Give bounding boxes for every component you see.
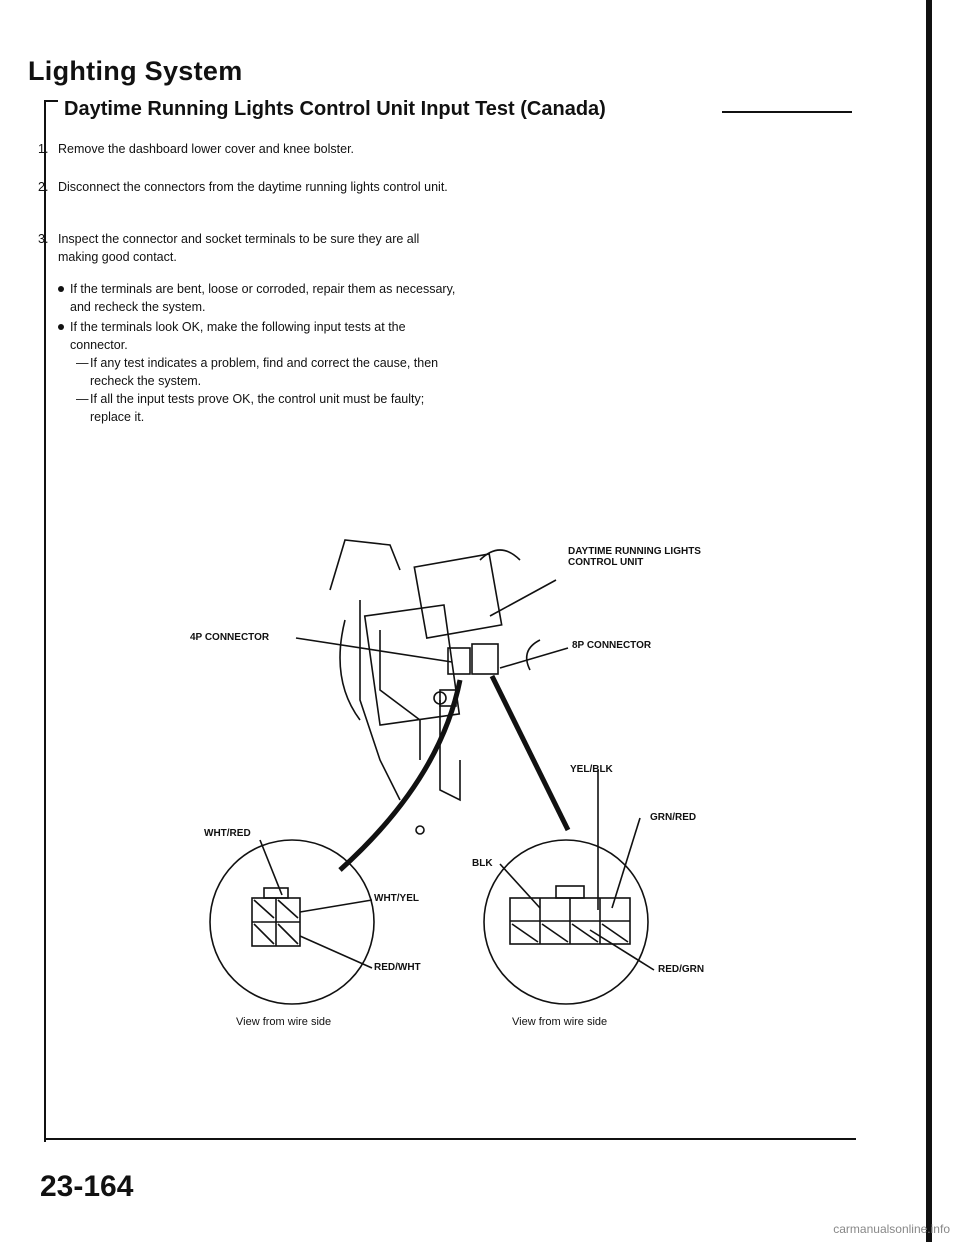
wire-label: WHT/RED [204, 828, 251, 839]
step-text: Disconnect the connectors from the dayti… [58, 180, 448, 194]
bullet-dot [58, 286, 64, 292]
step-text: Inspect the connector and socket termina… [58, 232, 420, 264]
wire-label: WHT/YEL [374, 893, 419, 904]
wire-label: RED/WHT [374, 962, 421, 973]
bullet-dot [58, 324, 64, 330]
caption-left: View from wire side [236, 1016, 332, 1028]
dash-outline [329, 539, 401, 591]
sub-bullet-text: If any test indicates a problem, find an… [90, 356, 439, 388]
bullet-text: If the terminals look OK, make the follo… [70, 320, 406, 352]
watermark: carmanualsonline.info [833, 1222, 950, 1236]
wire-label: GRN/RED [650, 812, 697, 823]
connector-8p-body [471, 643, 499, 675]
leader-8p [499, 647, 569, 669]
detail-circle-4p [209, 839, 375, 1005]
leader-unit [489, 579, 557, 617]
detail-circle-8p [483, 839, 649, 1005]
connector-4p-label: 4P CONNECTOR [190, 632, 270, 643]
step-number: 3. [38, 232, 49, 246]
sub-bullet-text: If all the input tests prove OK, the con… [90, 392, 425, 424]
page-title: Lighting System [28, 56, 243, 86]
caption-right: View from wire side [512, 1016, 608, 1028]
bullet-text: If the terminals are bent, loose or corr… [70, 282, 456, 314]
connector-8p-label: 8P CONNECTOR [572, 640, 652, 651]
control-unit-box [413, 553, 503, 639]
section-title: Daytime Running Lights Control Unit Inpu… [64, 98, 606, 120]
step-number: 2. [38, 180, 49, 194]
wire-label: RED/GRN [658, 964, 705, 975]
section-bracket [44, 100, 58, 1142]
step-number: 1. [38, 142, 49, 156]
harness-4p [338, 679, 463, 872]
page-number: 23-164 [40, 1170, 134, 1203]
page-edge [926, 0, 932, 1242]
section-rule [722, 111, 852, 113]
wire-label: BLK [472, 858, 493, 869]
control-unit-label: DAYTIME RUNNING LIGHTS CONTROL UNIT [568, 546, 701, 568]
step-text: Remove the dashboard lower cover and kne… [58, 142, 355, 156]
bottom-rule [44, 1138, 856, 1140]
harness-8p [489, 674, 571, 832]
leader-4p [295, 637, 453, 663]
wire-label: YEL/BLK [570, 764, 613, 775]
